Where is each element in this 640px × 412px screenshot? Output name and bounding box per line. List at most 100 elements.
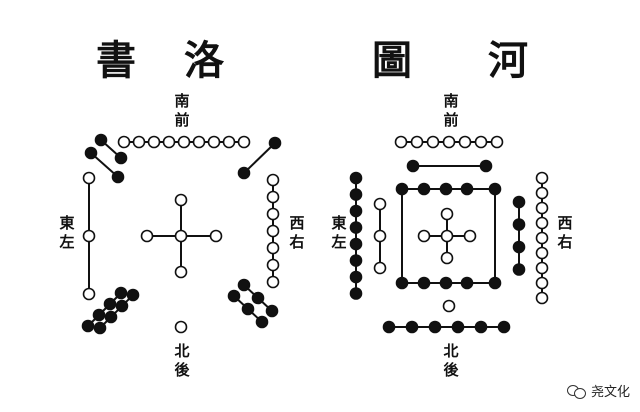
hetu-label-left-2: 左 [331, 233, 347, 251]
hetu-top-outer-group-dot [410, 135, 424, 149]
luoshu-right-group-dot [266, 173, 280, 187]
luoshu-center-dot [174, 265, 188, 279]
hetu-bottom-outer-group-dot [451, 320, 465, 334]
luoshu-topleft-pair-a-dot [94, 133, 108, 147]
hetu-left-outer-group-dot [349, 188, 363, 201]
hetu-square-dot [417, 182, 431, 196]
hetu-left-outer-group-dot [349, 287, 363, 300]
hetu-top-outer-group-dot [490, 135, 504, 149]
hetu-label-top-2: 前 [443, 111, 459, 129]
hetu-center-dot [417, 229, 431, 243]
luoshu-bottomleft-row-b-dot [126, 288, 140, 302]
luoshu-label-bottom-1: 北 [174, 342, 190, 360]
hetu-bottom-outer-group-dot [474, 320, 488, 334]
hetu-left-outer-group-dot [349, 270, 363, 284]
watermark: 尧文化 [566, 381, 630, 400]
luoshu-label-right-2: 右 [289, 233, 305, 251]
luoshu-bottomleft-row-b-dot [115, 299, 129, 313]
hetu-left-outer-group-dot [349, 254, 363, 267]
luoshu-right-group-dot [266, 241, 280, 255]
luoshu-title-char-1: 書 [96, 37, 138, 84]
luoshu-label-top-1: 南 [174, 92, 190, 110]
luoshu-topright-group-dot [237, 166, 251, 180]
hetu-center-dot [440, 229, 454, 243]
hetu-right-outer-group-dot [535, 216, 549, 230]
hetu-right-outer-group-dot [535, 246, 549, 260]
luoshu-top-group-dot [207, 135, 221, 149]
hetu-label-right-1: 西 [557, 214, 573, 232]
hetu-bottom-outer-group-dot [382, 320, 396, 334]
luoshu-bottomleft-row-a-dot [103, 297, 117, 311]
luoshu-label-bottom: 北 後 [173, 342, 191, 380]
luoshu-bottomright-row-a-dot [241, 302, 255, 316]
hetu-center-dot [463, 229, 477, 243]
hetu-square-dot [395, 276, 409, 290]
hetu-left-outer-group-dot [349, 221, 363, 234]
hetu-label-bottom: 北 後 [442, 342, 460, 380]
hetu-left-outer-group-dot [349, 171, 363, 185]
luoshu-center-dot [209, 229, 223, 243]
hetu-left-outer-group-dot [349, 204, 363, 218]
hetu-top-outer-group-dot [426, 135, 440, 149]
hetu-title-char-1: 圖 [372, 37, 414, 84]
hetu-right-inner-group-dot [512, 263, 526, 276]
hetu-right-outer-group-dot [535, 186, 549, 200]
luoshu-right-group-dot [266, 275, 280, 289]
luoshu-bottomleft-row-a-line [87, 292, 122, 327]
hetu-label-bottom-2: 後 [443, 361, 459, 379]
hetu-right-outer-group-dot [535, 231, 549, 245]
hetu-label-top: 南 前 [442, 92, 460, 130]
luoshu-label-right: 西 右 [288, 214, 306, 252]
luoshu-bottomright-row-b-dot [237, 278, 251, 292]
luoshu-bottomright-row-b-dot [251, 291, 265, 305]
hetu-top-outer-group-dot [394, 135, 408, 149]
luoshu-topright-group-line [243, 142, 276, 174]
luoshu-bottomleft-row-b-dot [93, 321, 107, 335]
hetu-right-outer-group-dot [535, 171, 549, 185]
hetu-top-outer-group-dot [458, 135, 472, 149]
luoshu-label-top: 南 前 [173, 92, 191, 130]
luoshu-bottom-dot [174, 320, 188, 334]
hetu-label-left-1: 東 [331, 214, 347, 232]
luoshu-bottomleft-row-a-dot [92, 308, 106, 322]
luoshu-label-left-1: 東 [59, 214, 75, 232]
luoshu-left-group-dot [82, 171, 96, 185]
luoshu-label-left: 東 左 [58, 214, 76, 252]
luoshu-topleft-pair-b-dot [84, 146, 98, 160]
hetu-square-dot [488, 182, 502, 196]
luoshu-label-top-2: 前 [174, 111, 190, 129]
luoshu-bottomleft-row-b-dot [104, 310, 118, 324]
luoshu-label-right-1: 西 [289, 214, 305, 232]
luoshu-title-char-2: 洛 [184, 37, 226, 84]
watermark-text: 尧文化 [590, 385, 630, 400]
luoshu-bottomright-row-a-dot [227, 289, 241, 303]
luoshu-topleft-pair-b-dot [111, 170, 125, 184]
hetu-right-inner-group-dot [512, 195, 526, 209]
hetu-top-outer-group-dot [442, 135, 456, 149]
luoshu-top-group-dot [237, 135, 251, 149]
hetu-square-dot [439, 182, 453, 196]
hetu-top-inner-group-dot [406, 159, 420, 173]
luoshu-bottomright-row-b-dot [265, 304, 279, 318]
hetu-label-bottom-1: 北 [443, 342, 459, 360]
luoshu-bottomleft-row-b-line [99, 294, 134, 329]
hetu-left-inner-group-dot [373, 261, 387, 275]
luoshu-right-group-dot [266, 258, 280, 272]
luoshu-topright-group-dot [268, 136, 282, 150]
luoshu-right-group-dot [266, 207, 280, 221]
luoshu-top-group-dot [192, 135, 206, 149]
hetu-right-outer-group-dot [535, 276, 549, 290]
hetu-center-dot [440, 251, 454, 265]
luoshu-title: 書洛 [96, 28, 226, 86]
hetu-bottom-outer-group-dot [497, 320, 511, 334]
luoshu-top-group-dot [147, 135, 161, 149]
hetu-label-right: 西 右 [556, 214, 574, 252]
hetu-right-inner-group-dot [512, 240, 526, 254]
luoshu-left-group-dot [82, 229, 96, 243]
luoshu-right-group-dot [266, 190, 280, 204]
luoshu-top-group-dot [222, 135, 236, 149]
luoshu-label-bottom-2: 後 [174, 361, 190, 379]
hetu-top-inner-group-dot [479, 159, 493, 173]
hetu-label-left: 東 左 [330, 214, 348, 252]
